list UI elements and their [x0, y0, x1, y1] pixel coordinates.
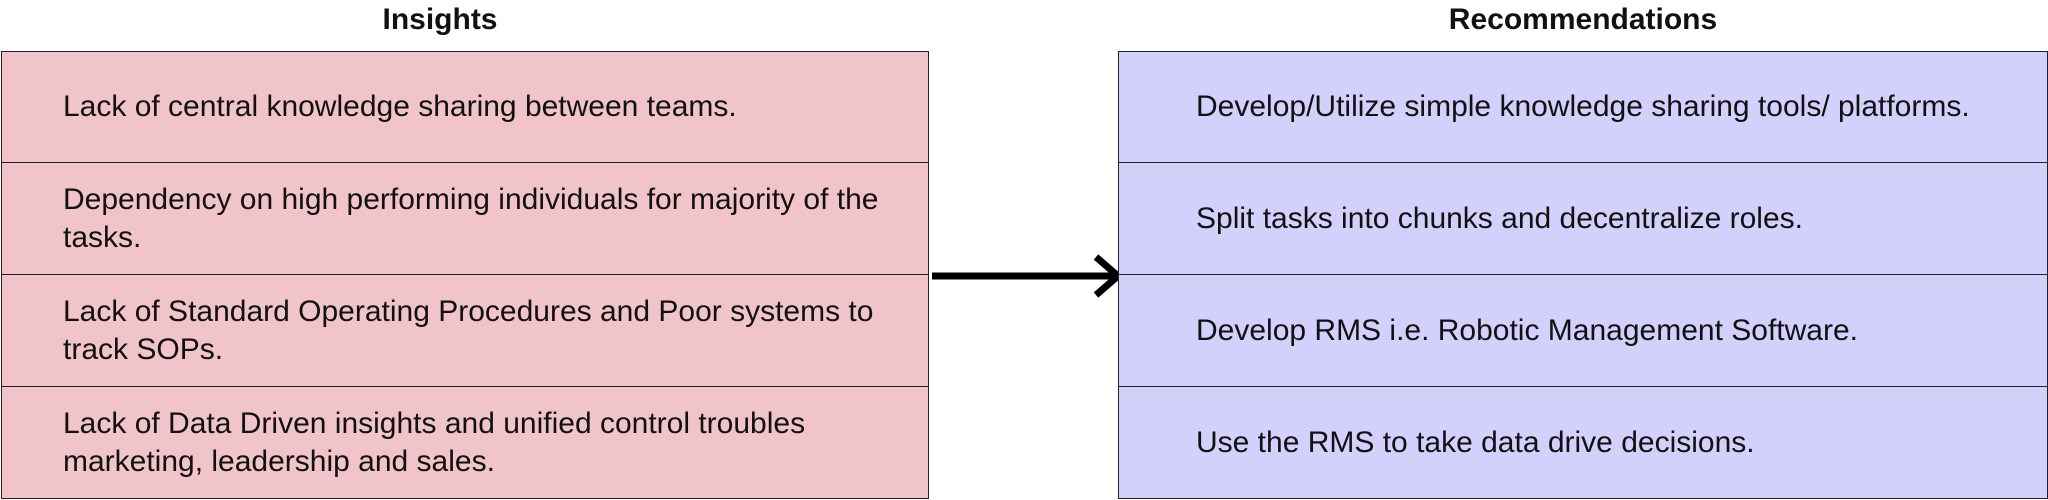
- recommendation-box: Develop/Utilize simple knowledge sharing…: [1118, 51, 2048, 163]
- recommendation-box: Develop RMS i.e. Robotic Management Soft…: [1118, 275, 2048, 387]
- recommendations-title: Recommendations: [1448, 3, 1718, 36]
- recommendation-text: Split tasks into chunks and decentralize…: [1196, 201, 1803, 235]
- insight-box: Lack of Standard Operating Procedures an…: [1, 275, 929, 387]
- recommendations-column: Develop/Utilize simple knowledge sharing…: [1118, 51, 2048, 499]
- insight-box: Lack of central knowledge sharing betwee…: [1, 51, 929, 163]
- insight-text: Lack of Data Driven insights and unified…: [63, 406, 806, 478]
- recommendation-box: Use the RMS to take data drive decisions…: [1118, 387, 2048, 499]
- insight-box: Dependency on high performing individual…: [1, 163, 929, 275]
- insight-text: Dependency on high performing individual…: [63, 182, 879, 254]
- recommendation-box: Split tasks into chunks and decentralize…: [1118, 163, 2048, 275]
- insights-column: Lack of central knowledge sharing betwee…: [1, 51, 929, 499]
- right-arrow-icon: [932, 254, 1124, 298]
- insights-title: Insights: [382, 3, 498, 36]
- insight-box: Lack of Data Driven insights and unified…: [1, 387, 929, 499]
- recommendation-text: Develop/Utilize simple knowledge sharing…: [1196, 90, 1970, 123]
- insight-text: Lack of central knowledge sharing betwee…: [63, 90, 737, 123]
- recommendation-text: Develop RMS i.e. Robotic Management Soft…: [1196, 313, 1858, 347]
- recommendation-text: Use the RMS to take data drive decisions…: [1196, 425, 1755, 459]
- insight-text: Lack of Standard Operating Procedures an…: [63, 294, 874, 366]
